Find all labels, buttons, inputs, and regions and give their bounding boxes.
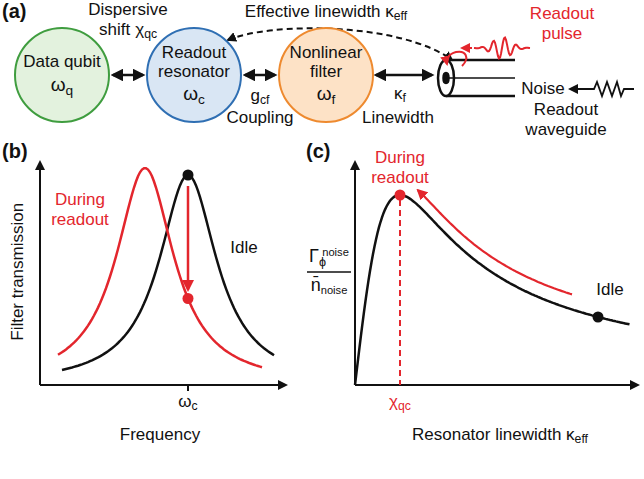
subscript: eff bbox=[394, 9, 407, 23]
pulse-arrow bbox=[462, 47, 472, 49]
subscript: cf bbox=[260, 93, 270, 107]
subscript: eff bbox=[575, 432, 588, 446]
symbol: n̄ bbox=[311, 275, 321, 295]
text-label: Effective linewidth κeff bbox=[216, 2, 436, 22]
noise-arrow bbox=[570, 88, 588, 90]
frequency-symbol: ωf bbox=[317, 83, 336, 106]
subscript: qc bbox=[398, 399, 411, 413]
text-label: gcf bbox=[240, 86, 280, 106]
text-label: χqc bbox=[378, 392, 422, 412]
subscript: c bbox=[192, 399, 198, 413]
y-axis bbox=[39, 162, 41, 385]
text-label: Noise bbox=[517, 79, 569, 99]
text-label: Idle bbox=[592, 280, 628, 300]
node-name: Readout resonator bbox=[153, 44, 235, 81]
circle-node: Data qubit ωq bbox=[14, 27, 110, 123]
text-label: Resonator linewidth κeff bbox=[380, 425, 620, 445]
node-name: Nonlinear filter bbox=[285, 44, 367, 81]
frequency-symbol: ωc bbox=[183, 83, 205, 106]
panel-label: (a) bbox=[2, 0, 42, 23]
readout-pulse-wave bbox=[474, 38, 530, 59]
idle-dot bbox=[183, 170, 194, 181]
superscript: noise bbox=[322, 246, 349, 258]
coupling-arrow bbox=[245, 74, 275, 77]
subscript: noise bbox=[321, 284, 348, 296]
x-axis bbox=[355, 384, 638, 386]
text-label: ωc bbox=[168, 392, 208, 412]
y-axis bbox=[354, 162, 356, 385]
text-label: Γϕnoise bbox=[301, 246, 357, 267]
coupling-arrow bbox=[113, 74, 143, 77]
subscript: f bbox=[403, 91, 406, 105]
idle-dot bbox=[593, 312, 604, 323]
subscript: c bbox=[198, 92, 205, 107]
dephasing-curve bbox=[355, 195, 630, 385]
filter-waveguide-arrow bbox=[376, 74, 432, 77]
waveguide bbox=[438, 60, 515, 96]
readout-dot bbox=[183, 293, 194, 304]
subscript: q bbox=[66, 83, 74, 98]
text-label: Readout waveguide bbox=[516, 100, 616, 139]
label-group: Dispersive shiftχqc bbox=[82, 0, 174, 39]
text-label: Coupling bbox=[220, 108, 300, 128]
subscript: f bbox=[332, 92, 336, 107]
panel-label: (c) bbox=[306, 140, 346, 163]
fraction-bar bbox=[307, 271, 351, 273]
symbol-label: χqc bbox=[135, 20, 157, 39]
optimum-marker bbox=[399, 200, 401, 385]
reflection-arrow bbox=[447, 52, 466, 66]
tuning-arrow bbox=[418, 190, 572, 294]
text-label: During readout bbox=[43, 190, 117, 229]
subscript: qc bbox=[144, 27, 157, 41]
axis-tick bbox=[187, 385, 189, 391]
text-label: κf bbox=[380, 84, 420, 104]
x-axis bbox=[40, 384, 286, 386]
node-name: Data qubit bbox=[23, 53, 101, 72]
resistor-symbol bbox=[588, 82, 634, 96]
text-label: During readout bbox=[362, 148, 438, 187]
text-label: Linewidth bbox=[356, 108, 440, 128]
frequency-symbol: ωq bbox=[51, 74, 73, 97]
text-label: n̄noise bbox=[301, 275, 357, 296]
text-label: Readout pulse bbox=[527, 4, 597, 43]
shift-arrow bbox=[187, 186, 190, 290]
symbol: Γ bbox=[309, 246, 319, 266]
text-label: Frequency bbox=[100, 425, 220, 445]
text-label: Idle bbox=[226, 238, 262, 258]
readout-dot bbox=[395, 190, 406, 201]
axis-title: Filter transmission bbox=[8, 187, 28, 357]
panel-label: (b) bbox=[2, 140, 42, 163]
